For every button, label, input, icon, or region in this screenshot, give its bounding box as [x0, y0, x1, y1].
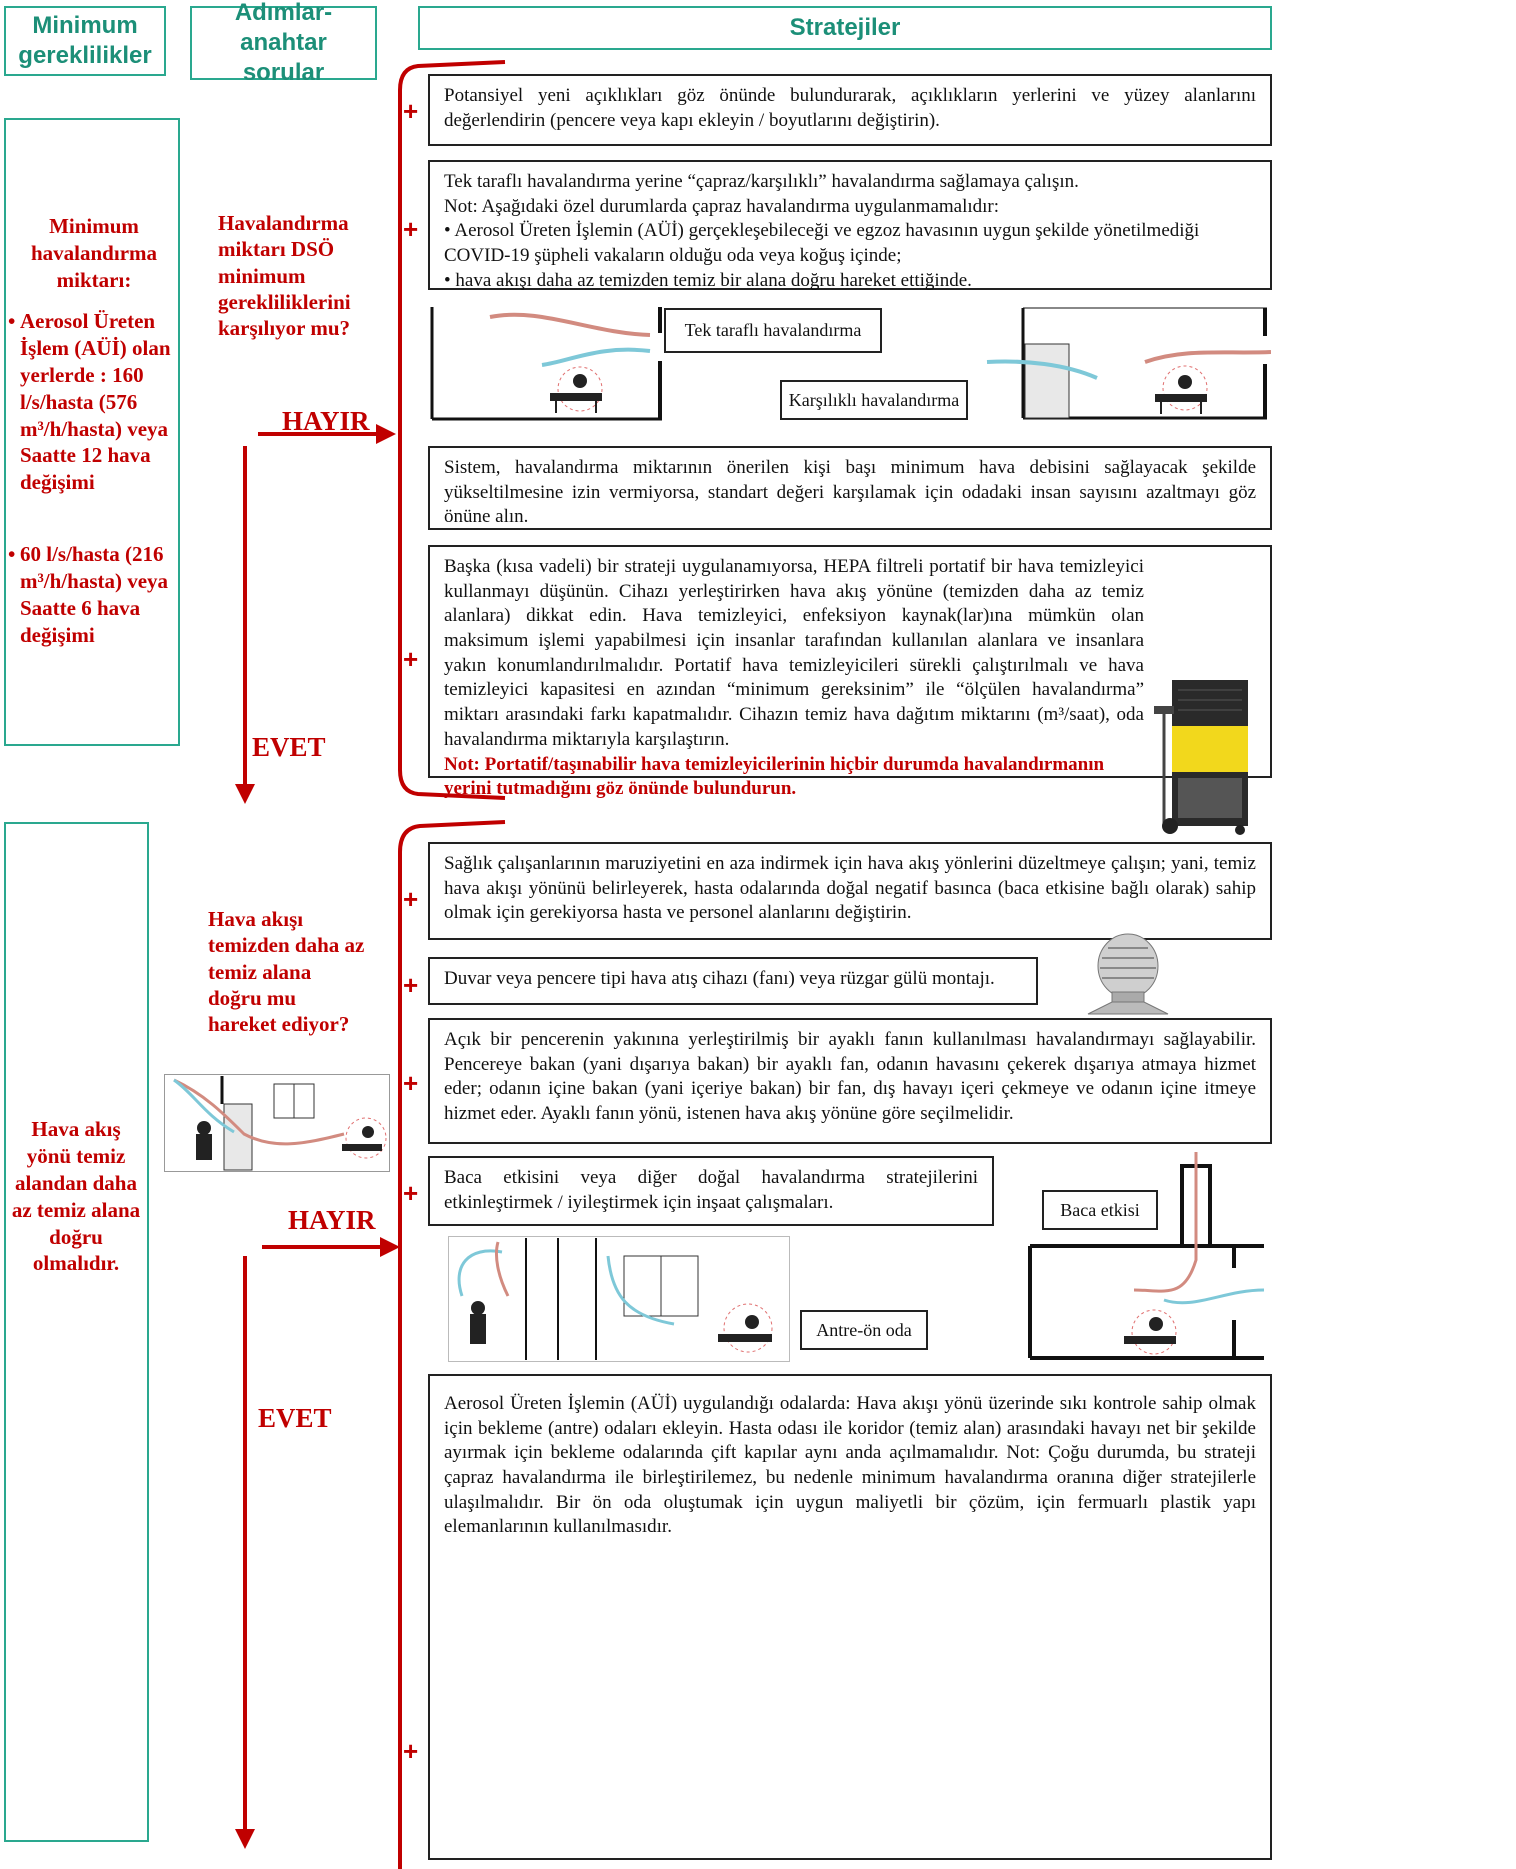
min-vent-bullet-2: • 60 l/s/hasta (216 m³/h/hasta) veya Saa…: [8, 542, 169, 647]
plus-3: +: [403, 644, 419, 674]
stack-effect-illustration: [1028, 1152, 1265, 1360]
yes-label-1: EVET: [252, 732, 326, 762]
label-single-sided: Tek taraflı havalandırma: [664, 308, 882, 353]
strategy-box-anteroom: Aerosol Üreten İşlemin (AÜİ) uygulandığı…: [428, 1374, 1272, 1860]
plus-7: +: [403, 1178, 419, 1208]
strategy-box-reduce-occupants: Sistem, havalandırma miktarının önerilen…: [428, 446, 1272, 530]
strategy-box-openings: Potansiyel yeni açıklıkları göz önünde b…: [428, 74, 1272, 146]
strategy-box-cross-vent: Tek taraflı havalandırma yerine “çapraz/…: [428, 160, 1272, 291]
strategy-box-pedestal-fan: Açık bir pencerenin yakınına yerleştiril…: [428, 1018, 1272, 1144]
yes-label-2: EVET: [258, 1403, 332, 1433]
single-sided-vent-illustration: [430, 307, 662, 421]
label-cross-vent: Karşılıklı havalandırma: [780, 380, 968, 420]
bracket-1: [398, 60, 506, 800]
no-label-1: HAYIR: [282, 406, 370, 436]
header-minimum: Minimum gereklilikler: [4, 6, 166, 76]
min-vent-title: Minimum havalandırma miktarı:: [30, 214, 158, 292]
min-requirement-box-1: [4, 118, 180, 746]
bracket-2: [398, 820, 506, 1869]
cross-vent-illustration: [986, 307, 1271, 420]
label-stack-effect: Baca etkisi: [1042, 1190, 1158, 1230]
plus-8: +: [403, 1736, 419, 1766]
plus-5: +: [403, 970, 419, 1000]
header-steps: Adımlar- anahtar sorular: [190, 0, 377, 86]
plus-2: +: [403, 214, 419, 244]
strategy-box-fan-turbine: Duvar veya pencere tipi hava atış cihazı…: [428, 957, 1038, 1005]
min-vent-bullet-1: • Aerosol Üreten İşlem (AÜİ) olan yerler…: [8, 309, 171, 495]
min-requirement-box-2: [4, 822, 149, 1842]
air-cleaner-device-illustration: [1154, 680, 1248, 835]
header-strategies: Stratejiler: [418, 6, 1272, 50]
wind-turbine-vent-illustration: [1087, 933, 1169, 1015]
plus-6: +: [403, 1068, 419, 1098]
strategy-box-construction: Baca etkisini veya diğer doğal havalandı…: [428, 1156, 994, 1226]
airflow-direction-requirement: Hava akış yönü temiz alandan daha az tem…: [11, 1117, 141, 1276]
question-airflow: Hava akışı temizden daha az temiz alana …: [208, 907, 365, 1036]
label-anteroom: Antre-ön oda: [800, 1310, 928, 1350]
strategy-box-airflow-direction: Sağlık çalışanlarının maruziyetini en az…: [428, 842, 1272, 940]
question-vent-amount: Havalandırma miktarı DSÖ minimum gerekli…: [218, 211, 351, 340]
strategy-box-air-cleaner: Başka (kısa vadeli) bir strateji uygulan…: [428, 545, 1272, 799]
plus-1: +: [403, 96, 419, 126]
no-label-2: HAYIR: [288, 1205, 376, 1235]
airflow-clean-to-less-clean-illustration: [164, 1074, 390, 1172]
plus-4: +: [403, 884, 419, 914]
anteroom-illustration: [448, 1236, 790, 1362]
